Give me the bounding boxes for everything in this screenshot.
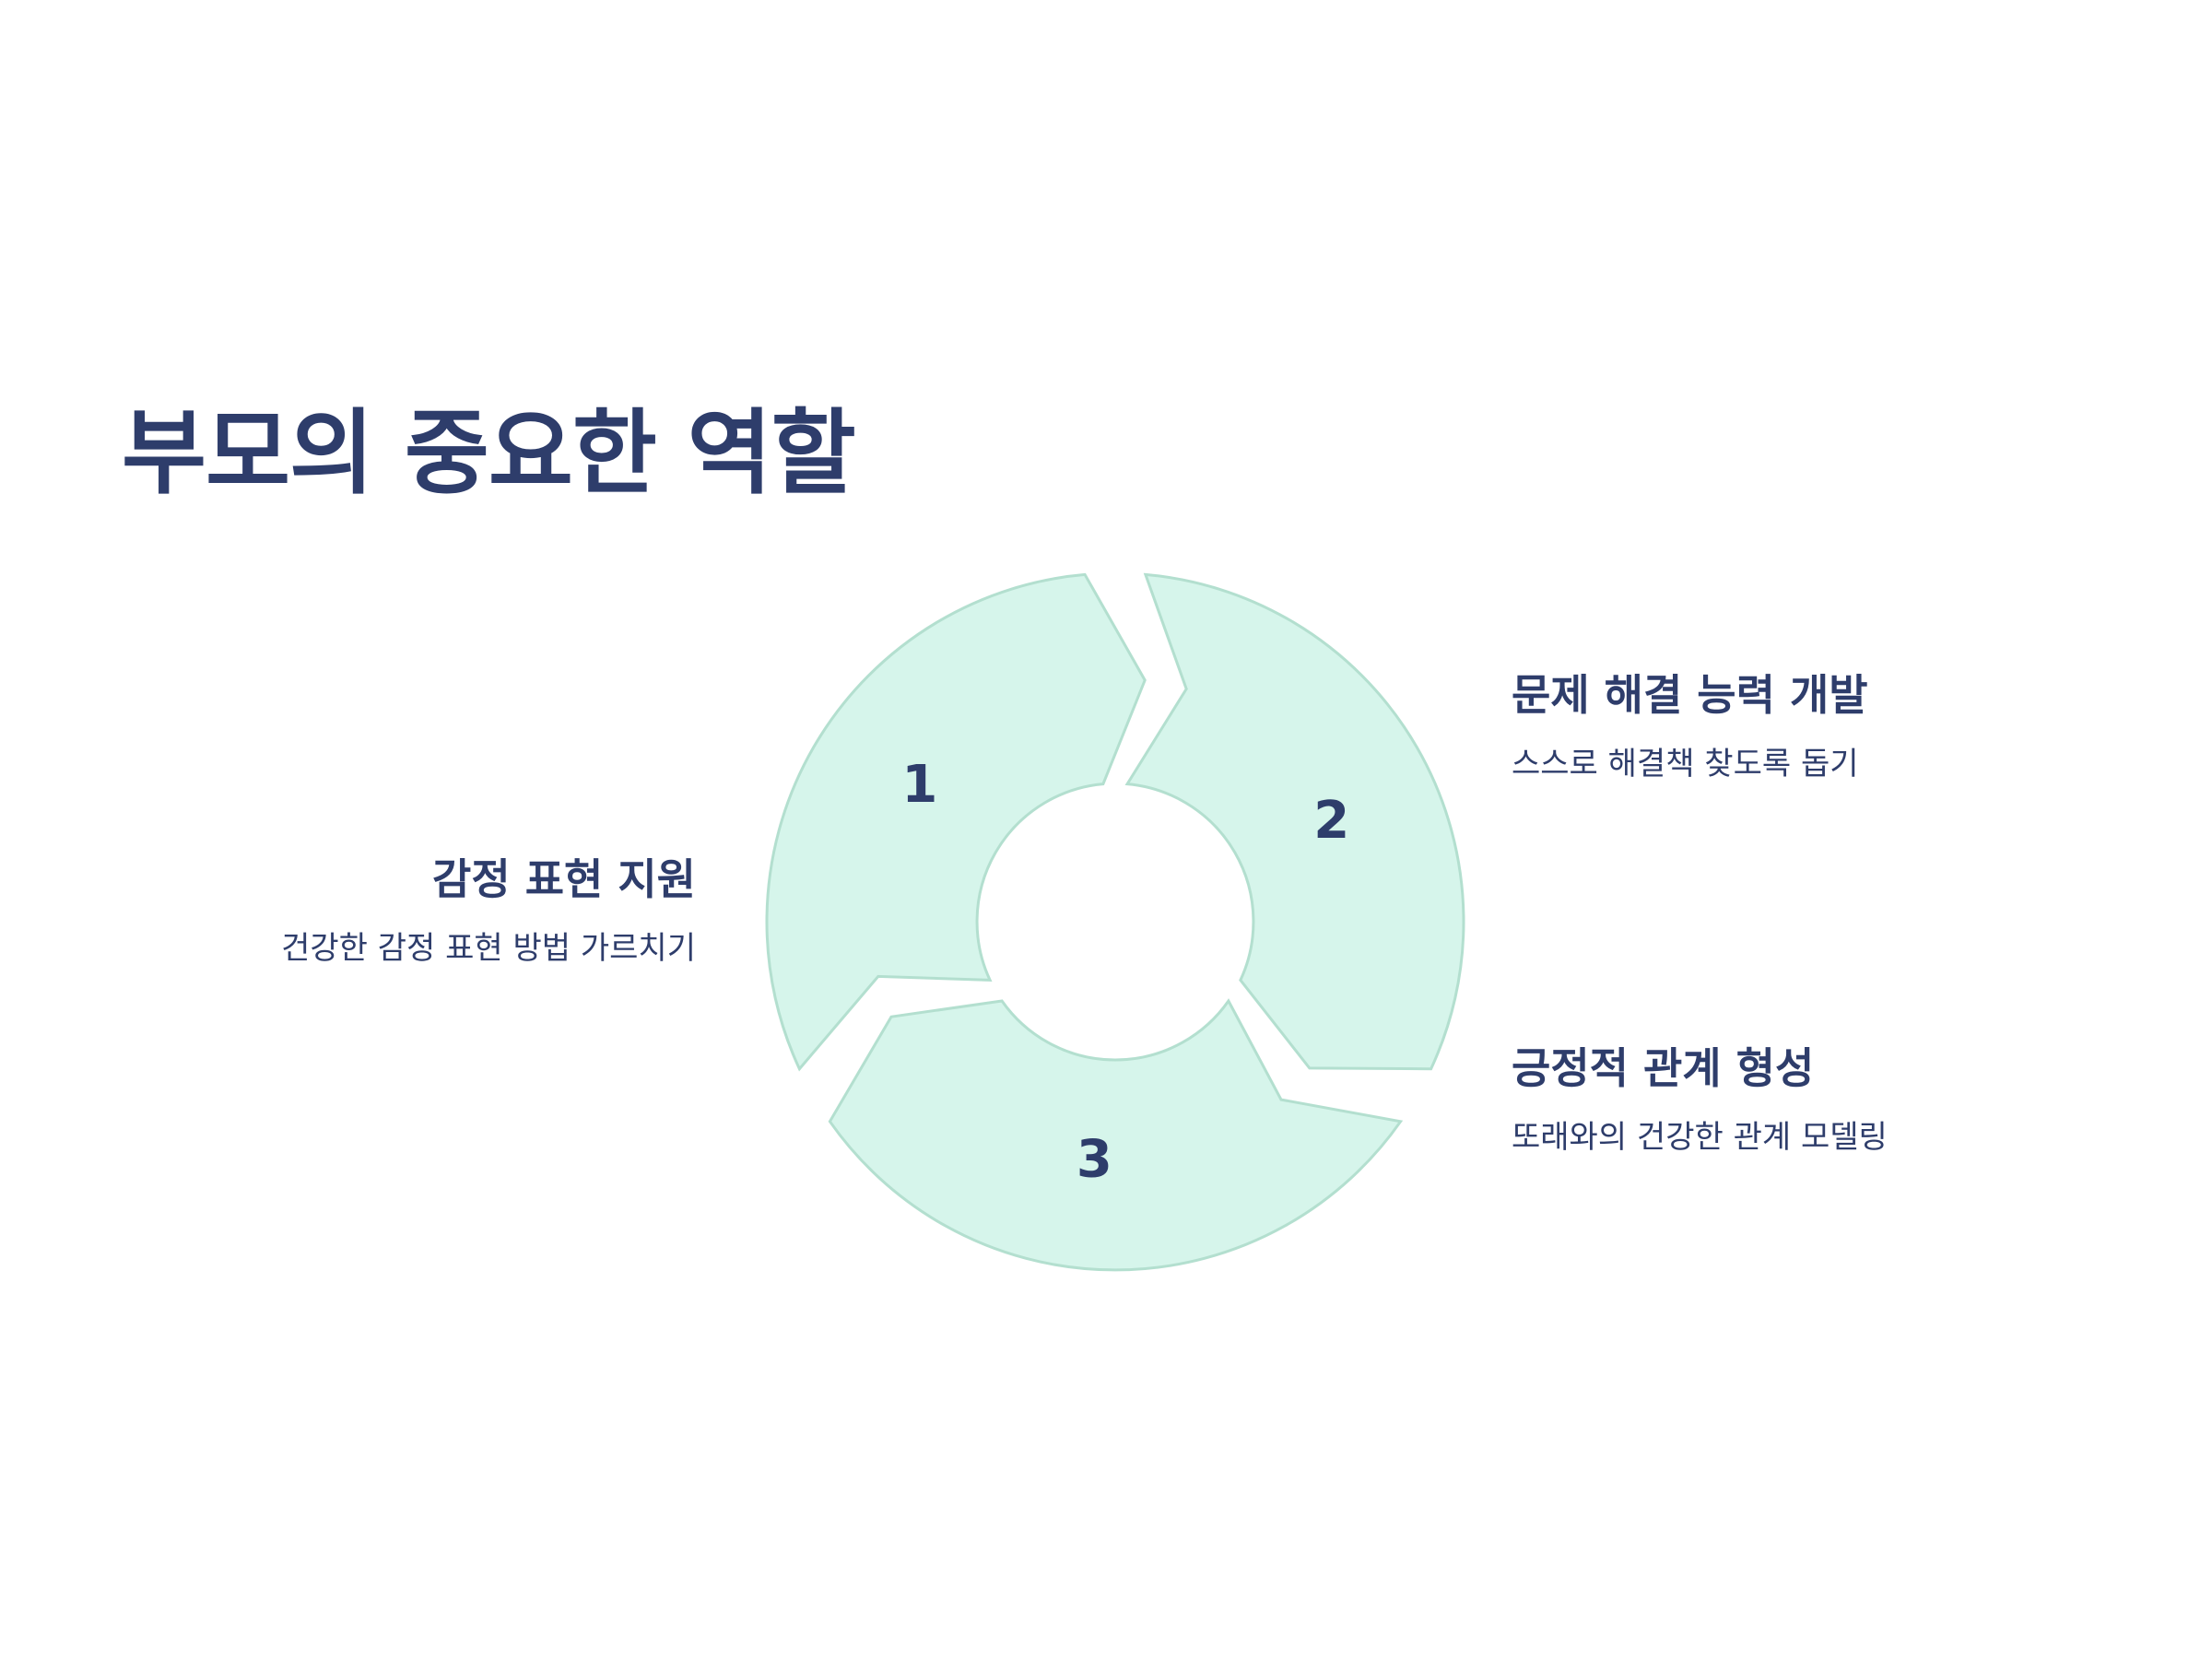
step-1-label: 감정 표현 지원 건강한 감정 표현 방법 가르치기 — [143, 853, 696, 969]
step-2-label: 문제 해결 능력 개발 스스로 해결책 찾도록 돕기 — [1512, 668, 2065, 784]
cycle-segment-3 — [828, 998, 1404, 1272]
step-3-title: 긍정적 관계 형성 — [1512, 1043, 1815, 1093]
step-1-title: 감정 표현 지원 — [432, 854, 696, 904]
page-title: 부모의 중요한 역할 — [122, 399, 856, 507]
step-1-number: 1 — [901, 755, 937, 815]
step-3-label: 긍정적 관계 형성 또래와의 건강한 관계 모델링 — [1512, 1041, 2065, 1158]
step-1-description: 건강한 감정 표현 방법 가르치기 — [281, 929, 696, 967]
cycle-segment-1 — [765, 572, 1147, 1072]
step-3-description: 또래와의 건강한 관계 모델링 — [1512, 1118, 1888, 1156]
step-2-description: 스스로 해결책 찾도록 돕기 — [1512, 745, 1859, 782]
step-2-number: 2 — [1313, 791, 1349, 851]
step-3-number: 3 — [1077, 1130, 1112, 1190]
cycle-segment-2 — [1124, 572, 1465, 1071]
step-2-title: 문제 해결 능력 개발 — [1512, 670, 1868, 720]
